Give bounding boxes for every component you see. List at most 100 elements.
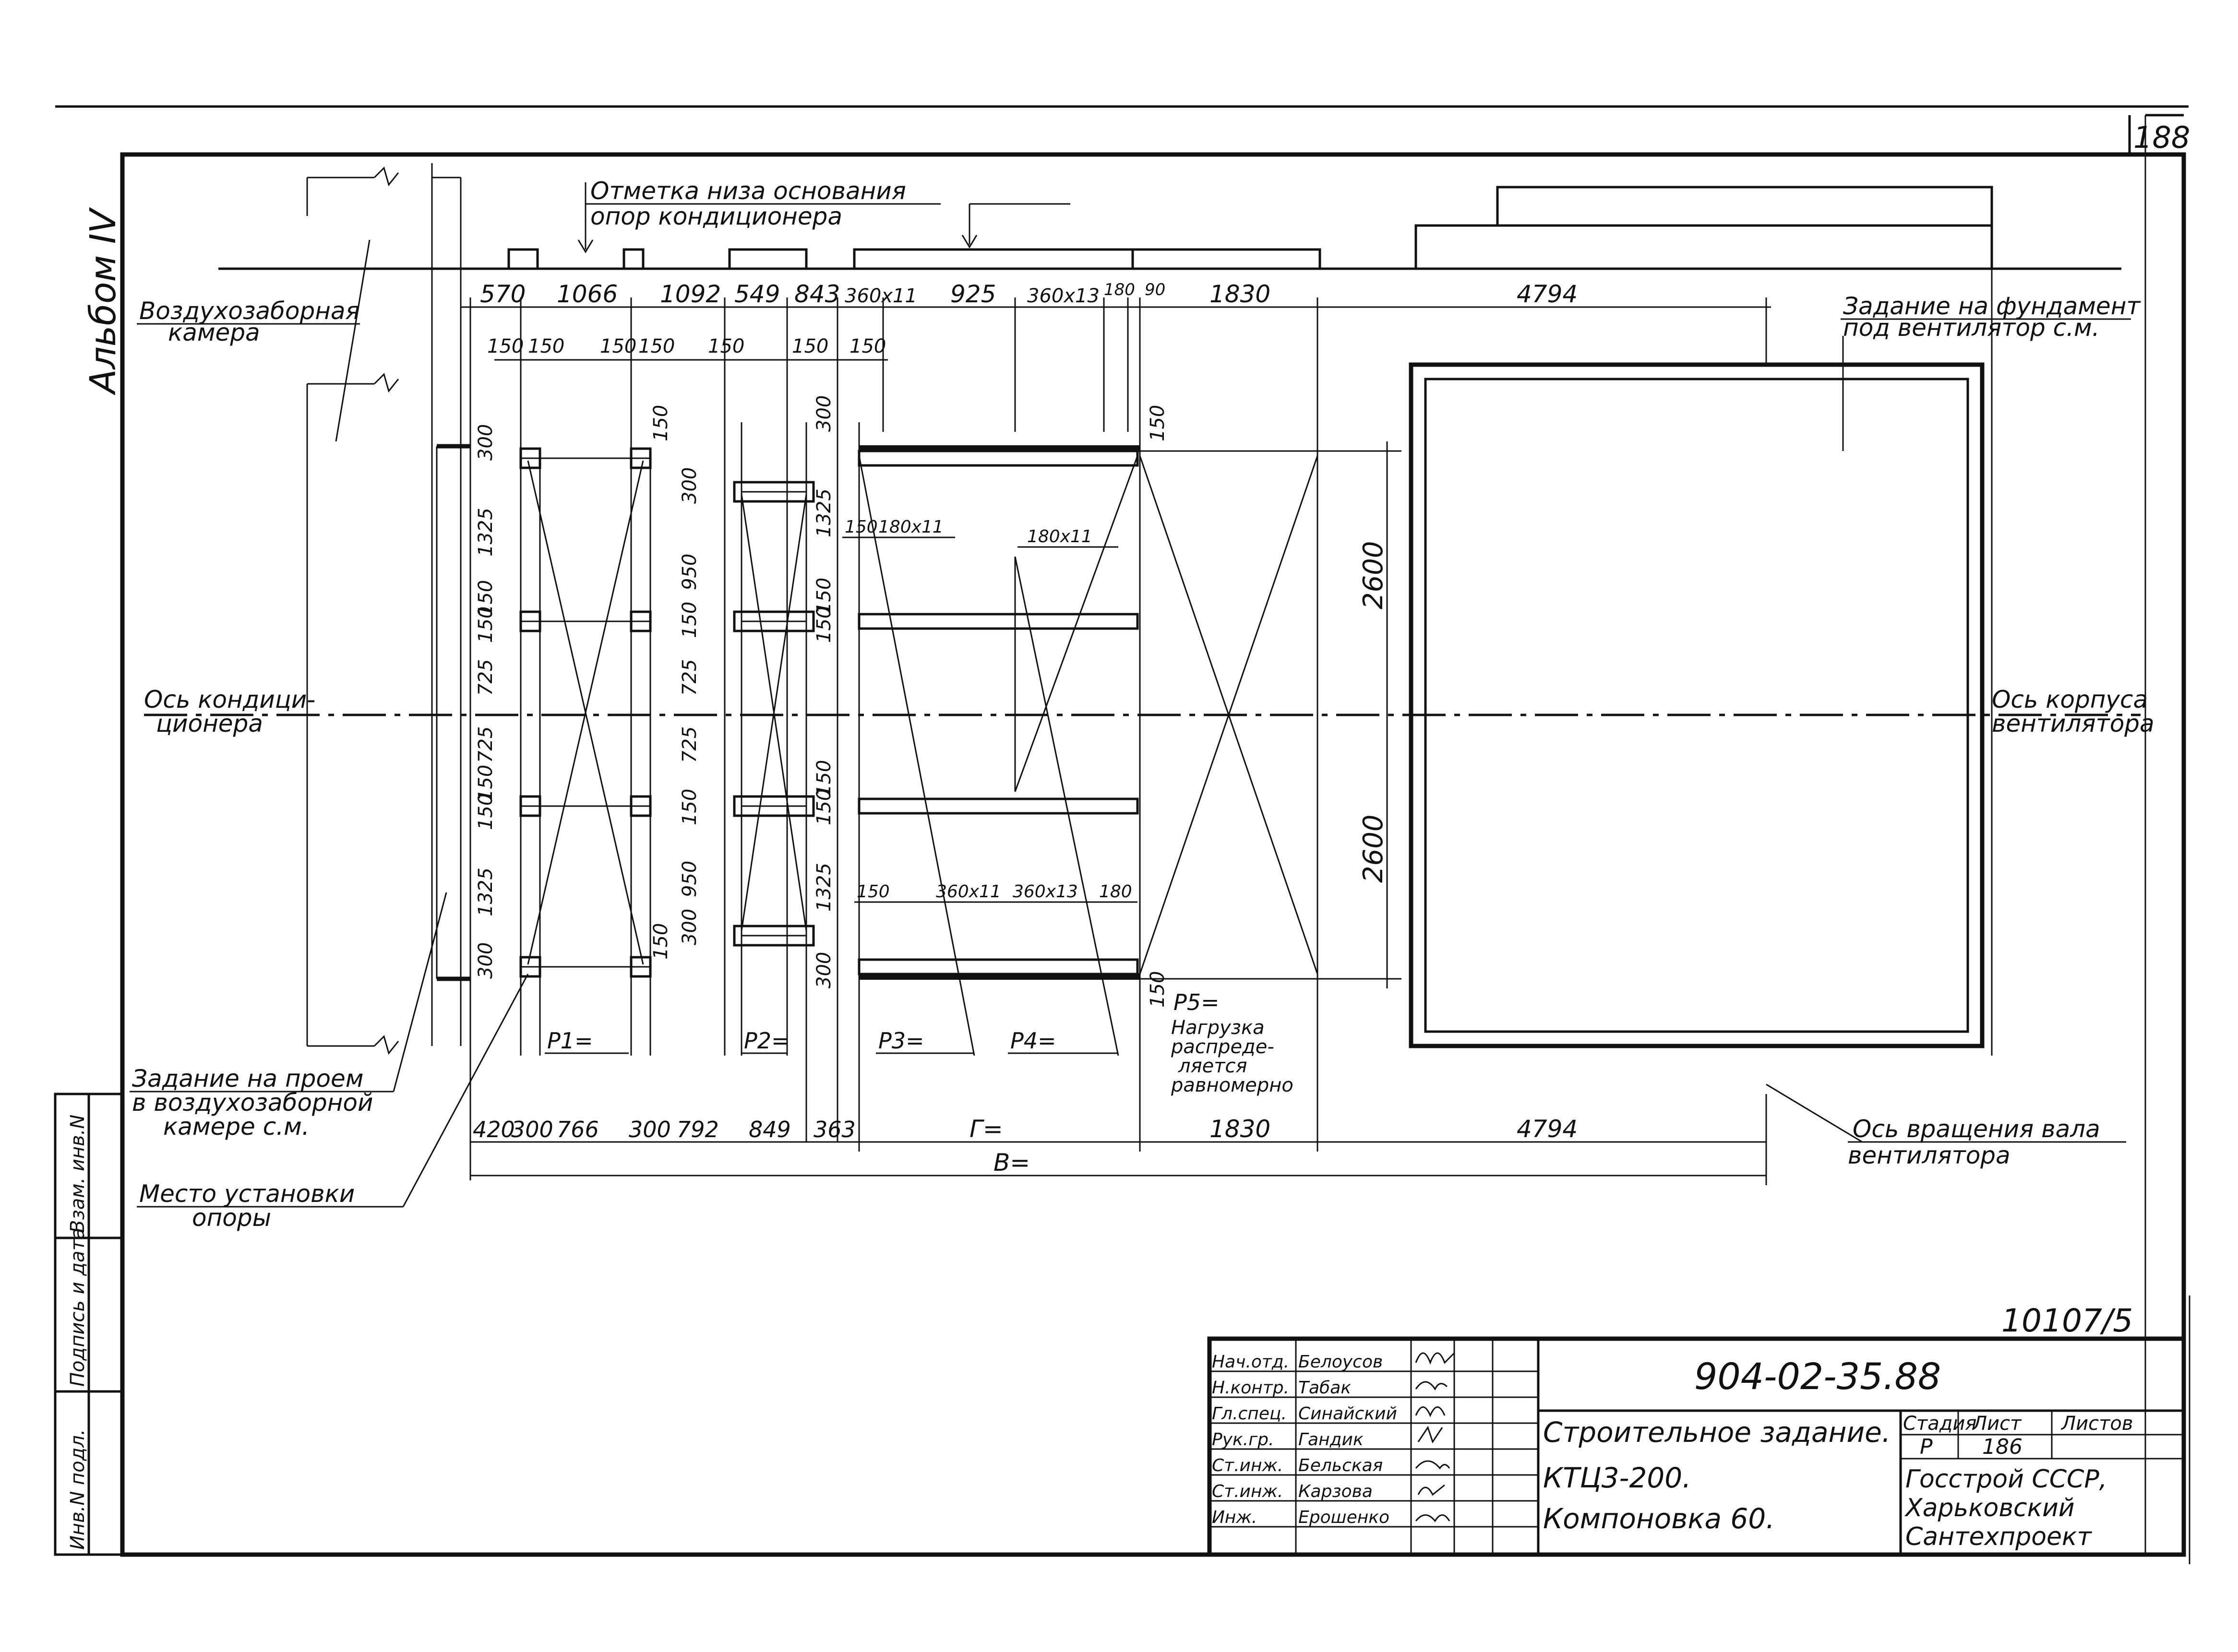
dimension-value: 150 — [528, 335, 564, 357]
dimension-value: 150 — [638, 335, 675, 357]
callout-conditioner-axis: Ось кондици- ционера — [144, 686, 315, 737]
dimension-value: 150 — [1147, 971, 1169, 1008]
dimension-value: 150 — [475, 580, 497, 617]
channel-label: 180x11 — [878, 517, 944, 537]
sheets-header: Листов — [2060, 1413, 2133, 1435]
callout-fan-body-axis: Ось корпуса вентилятора — [1992, 686, 2154, 737]
channel-label: 180 — [1099, 882, 1132, 902]
organization: Харьковский — [1904, 1494, 2075, 1522]
channel-label: 180x11 — [1027, 527, 1092, 547]
callout-text: в воздухозаборной — [132, 1089, 373, 1117]
signature — [1415, 1352, 1455, 1365]
load-label: P5= — [1173, 989, 1220, 1015]
staff-name: Табак — [1298, 1378, 1351, 1398]
dimension-value: 570 — [480, 280, 526, 308]
dimension-value: 925 — [950, 280, 996, 308]
load-label: распреде- — [1171, 1036, 1274, 1058]
dimension-value: 849 — [749, 1117, 791, 1142]
left-stamp: Инв.N подл. Подпись и дата Взам. инв.N — [54, 1093, 124, 1556]
staff-name: Ерошенко — [1298, 1508, 1389, 1527]
callout-intake-chamber: Воздухозаборная камера — [137, 239, 371, 442]
callout-fan-foundation: Задание на фундамент под вентилятор с.м. — [1841, 292, 2141, 342]
dimension-value: 1830 — [1209, 1115, 1270, 1143]
stage-header: Стадия — [1903, 1413, 1976, 1435]
bottom-dimension-row: 420 300 766 300 792 849 363 Г= 1830 4794… — [470, 979, 1767, 1185]
callout-text: Воздухозаборная — [139, 297, 360, 325]
dimension-value: 4794 — [1517, 1115, 1578, 1143]
document-number: 10107/5 — [2001, 1302, 2133, 1339]
load-label: P4= — [1010, 1028, 1056, 1054]
dimension-value: 725 — [475, 659, 497, 696]
callout-text: Ось кондици- — [144, 686, 315, 713]
dimension-value: 1066 — [557, 280, 618, 308]
dimension-value: 150 — [813, 606, 835, 643]
staff-name: Синайский — [1298, 1404, 1397, 1424]
dimension-value: 2600 — [1358, 541, 1389, 609]
load-label: P1= — [547, 1028, 593, 1054]
stamp-field: Инв.N подл. — [67, 1429, 89, 1550]
staff-role: Ст.инж. — [1212, 1482, 1283, 1501]
drawing-title: Строительное задание. — [1543, 1416, 1891, 1449]
fan-foundation — [1409, 336, 1985, 1048]
callout-text: Задание на фундамент — [1843, 292, 2141, 320]
dimension-value: 150 — [679, 789, 701, 825]
dimension-value: 90 — [1145, 280, 1165, 299]
dimension-value: 360x13 — [1027, 285, 1100, 307]
callout-text: камера — [168, 319, 260, 346]
dimension-value: Г= — [969, 1115, 1003, 1143]
load-label: Нагрузка — [1171, 1017, 1265, 1039]
callout-shaft-axis: Ось вращения вала вентилятора — [1766, 1083, 2126, 1169]
dimension-value: 150 — [813, 760, 835, 796]
dimension-value: 180 — [1104, 280, 1135, 299]
staff-role: Н.контр. — [1212, 1378, 1289, 1398]
sheet-header: Лист — [1972, 1413, 2022, 1435]
dimension-value: 1325 — [813, 863, 835, 912]
album-label: Альбом IV — [83, 207, 124, 395]
dimension-value: 843 — [794, 280, 840, 308]
staff-name: Бельская — [1298, 1456, 1383, 1475]
channel-label: 360x13 — [1013, 882, 1078, 902]
drawing-title: Компоновка 60. — [1543, 1502, 1775, 1535]
dimension-value: 300 — [679, 467, 701, 504]
callout-text: Задание на проем — [132, 1065, 363, 1093]
dimension-value: 725 — [679, 726, 701, 763]
dimension-value: 950 — [679, 554, 701, 590]
dimension-value: 363 — [814, 1117, 856, 1142]
dimension-value: 360x11 — [845, 285, 917, 307]
sheet-value: 186 — [1982, 1435, 2023, 1459]
dimension-value: 792 — [677, 1117, 719, 1142]
staff-role: Ст.инж. — [1212, 1456, 1283, 1475]
staff-name: Гандик — [1298, 1430, 1364, 1450]
load-label: ляется — [1178, 1055, 1247, 1077]
dimension-value: 1092 — [660, 280, 721, 308]
dimension-value: 150 — [475, 606, 497, 643]
plan-grid: 2600 2600 — [436, 422, 1401, 1142]
dimension-value: 766 — [557, 1117, 599, 1142]
organization: Госстрой СССР, — [1905, 1465, 2107, 1494]
sheet-frame — [55, 105, 2190, 1564]
dimension-value: 150 — [792, 335, 828, 357]
load-label: P2= — [744, 1028, 790, 1054]
dimension-value: 300 — [813, 395, 835, 432]
dimension-value: 300 — [679, 909, 701, 945]
dimension-value: 950 — [679, 861, 701, 897]
dimension-value: 150 — [679, 602, 701, 638]
dimension-value: 300 — [629, 1117, 671, 1142]
callout-text: Место установки — [139, 1180, 355, 1208]
callout-text: Отметка низа основания — [590, 177, 906, 205]
dimension-value: 150 — [813, 789, 835, 825]
callout-base-mark: Отметка низа основания опор кондиционера — [577, 177, 1070, 253]
dimension-value: 150 — [600, 335, 636, 357]
organization: Сантехпроект — [1905, 1522, 2092, 1551]
callout-text: вентилятора — [1848, 1141, 2011, 1169]
signature — [1417, 1484, 1445, 1496]
stage-value: Р — [1920, 1435, 1933, 1459]
dimension-value: 4794 — [1517, 280, 1578, 308]
dimension-value: 725 — [679, 659, 701, 696]
load-labels: P1= P2= P3= P4= P5= Нагрузка распреде- л… — [545, 989, 1293, 1096]
dimension-value: 150 — [650, 405, 672, 441]
dimension-value: 549 — [734, 280, 780, 308]
callout-text: Ось вращения вала — [1853, 1115, 2100, 1143]
dimension-value: 150 — [708, 335, 744, 357]
